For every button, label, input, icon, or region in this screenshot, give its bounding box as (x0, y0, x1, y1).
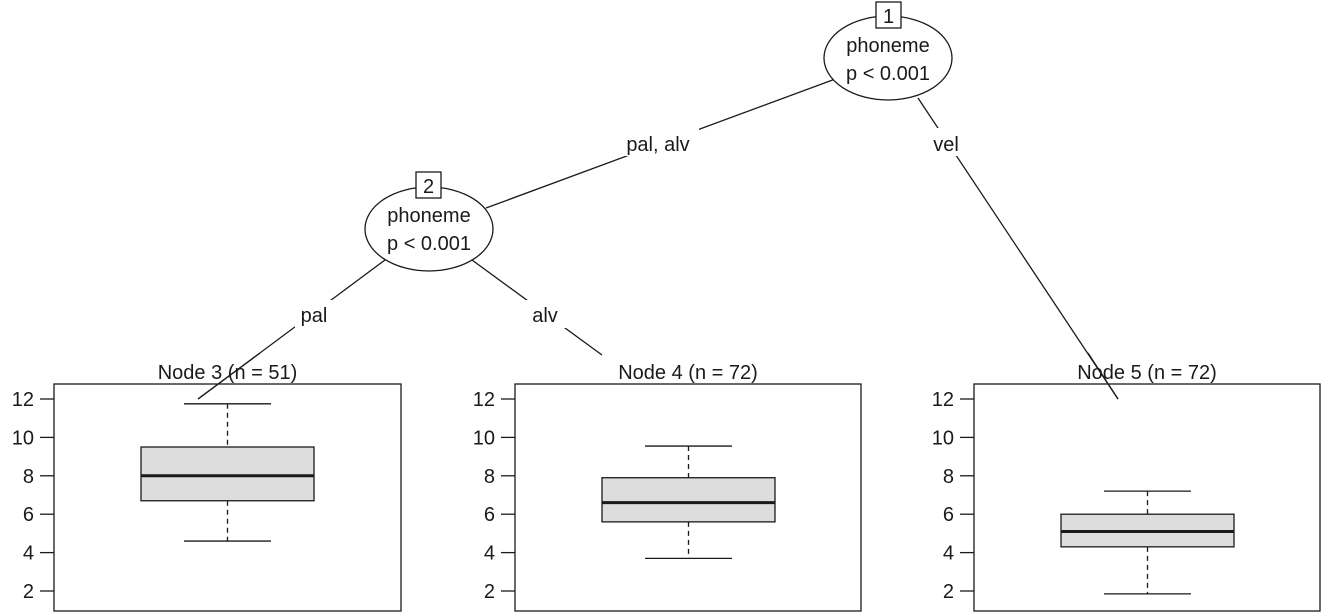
y-tick-label: 12 (12, 389, 34, 411)
panel-title: Node 3 (n = 51) (158, 362, 298, 384)
node-id-box (875, 1, 902, 29)
node-id-box (415, 171, 442, 199)
y-tick-label: 4 (484, 543, 495, 565)
edge-label-alv: alv (532, 305, 558, 327)
panel-title: Node 4 (n = 72) (618, 362, 758, 384)
edge-overlays (197, 352, 1119, 400)
p-value: p < 0.001 (387, 233, 471, 255)
terminal-node-4: Node 4 (n = 72) 2 4 6 8 10 12 (473, 362, 862, 612)
iqr-box (140, 446, 315, 502)
y-tick-label: 12 (932, 389, 954, 411)
panel-title: Node 5 (n = 72) (1077, 362, 1217, 384)
y-tick-label: 10 (932, 427, 954, 449)
panel-frame (973, 383, 1321, 612)
y-tick-label: 2 (23, 581, 34, 603)
y-tick-label: 2 (484, 581, 495, 603)
terminal-node-5: Node 5 (n = 72) 2 4 6 8 10 12 (932, 362, 1321, 612)
iqr-box (601, 477, 776, 523)
y-tick-label: 6 (943, 504, 954, 526)
split-variable: phoneme (846, 35, 929, 57)
terminal-node-3: Node 3 (n = 51) 2 4 6 8 10 12 (12, 362, 402, 612)
y-tick-label: 4 (23, 543, 34, 565)
node-ellipse (364, 186, 494, 272)
node-id: 2 (423, 176, 434, 198)
edge-label-pal: pal (301, 305, 328, 327)
split-variable: phoneme (387, 205, 470, 227)
edge-label-vel: vel (933, 134, 959, 156)
p-value: p < 0.001 (846, 63, 930, 85)
y-tick-label: 2 (943, 581, 954, 603)
edge-labels: pal, alv vel pal alv (295, 128, 967, 328)
edge-2-3-overlay (197, 352, 261, 400)
y-tick-label: 8 (943, 466, 954, 488)
y-tick-label: 8 (23, 466, 34, 488)
y-tick-label: 6 (23, 504, 34, 526)
y-tick-label: 12 (473, 389, 495, 411)
terminal-panels: Node 3 (n = 51) 2 4 6 8 10 12 Node 4 (n = 72) 2 4… (12, 362, 1321, 612)
y-tick-label: 8 (484, 466, 495, 488)
panel-frame (514, 383, 862, 612)
edge-label-pal-alv: pal, alv (626, 134, 689, 156)
y-tick-label: 10 (473, 427, 495, 449)
edges (197, 77, 1119, 400)
panel-frame (53, 383, 402, 612)
edge-1-5-overlay (1087, 352, 1119, 400)
node-id: 1 (883, 6, 894, 28)
inner-node-1: 1 phoneme p < 0.001 (823, 1, 953, 101)
inner-node-2: 2 phoneme p < 0.001 (364, 171, 494, 272)
y-tick-label: 6 (484, 504, 495, 526)
y-tick-label: 4 (943, 543, 954, 565)
y-tick-label: 10 (12, 427, 34, 449)
